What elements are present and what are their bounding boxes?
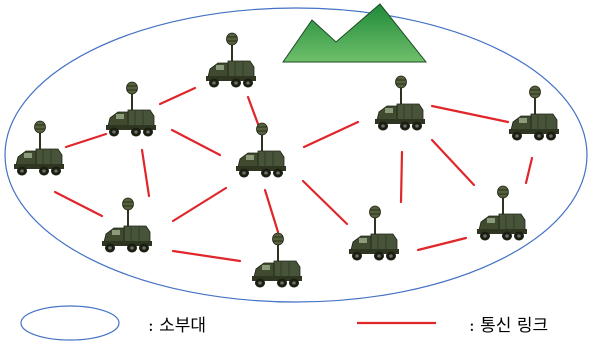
link-v8-v11 xyxy=(416,236,468,252)
link-v5-v7 xyxy=(263,188,280,234)
communication-links xyxy=(53,86,534,263)
vehicle-9 xyxy=(508,85,560,142)
vehicle-4 xyxy=(374,75,426,132)
vehicle-5 xyxy=(235,122,287,179)
unit-area-ellipse xyxy=(4,7,588,303)
legend-unit-label: : 소부대 xyxy=(148,316,207,336)
link-v5-v4 xyxy=(302,120,360,149)
link-v9-v11 xyxy=(524,156,534,185)
link-v3-v5 xyxy=(246,95,260,126)
vehicle-8 xyxy=(348,205,400,262)
link-v1-v6 xyxy=(53,190,104,218)
link-v4-v9 xyxy=(430,104,510,124)
link-v6-v7 xyxy=(171,249,242,263)
vehicle-7 xyxy=(251,232,303,289)
link-v1-v2 xyxy=(64,132,108,149)
link-v4-v10 xyxy=(430,138,476,187)
vehicle-10 xyxy=(476,185,528,242)
legend-unit-symbol xyxy=(20,305,120,341)
link-v2-v3 xyxy=(158,86,197,106)
link-v5-v8 xyxy=(301,179,349,226)
vehicle-1 xyxy=(13,120,65,177)
link-v5-v6 xyxy=(171,186,228,223)
vehicle-2 xyxy=(105,81,157,138)
vehicle-6 xyxy=(101,197,153,254)
legend-link-label: : 통신 링크 xyxy=(469,316,549,336)
link-v4-v8 xyxy=(399,150,404,204)
mountain-icon xyxy=(282,3,428,63)
link-v2-v5 xyxy=(170,128,222,157)
link-v2-v6 xyxy=(140,148,151,198)
vehicle-3 xyxy=(205,32,257,89)
